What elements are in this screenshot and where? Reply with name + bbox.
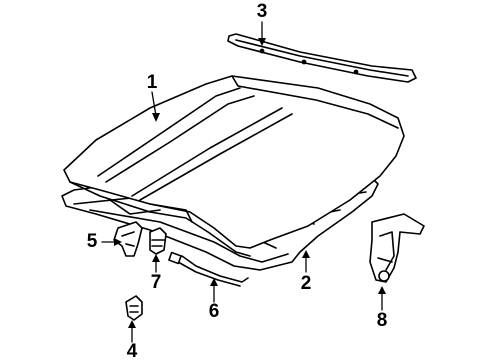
callout-7: 7 <box>150 272 162 293</box>
callout-1: 1 <box>146 72 158 93</box>
callout-4: 4 <box>126 341 138 362</box>
callout-2: 2 <box>300 273 312 294</box>
callout-8: 8 <box>376 310 388 331</box>
callout-5: 5 <box>86 231 98 252</box>
hood-bumper-part <box>149 227 167 255</box>
release-clip-part <box>125 295 143 321</box>
leader-lines <box>101 21 386 343</box>
hood-panel-part <box>63 75 405 257</box>
callout-6: 6 <box>208 301 220 322</box>
hood-seal-part <box>227 33 417 83</box>
hood-hinge-part <box>113 221 143 257</box>
callout-3: 3 <box>256 1 268 22</box>
hood-latch-part <box>369 213 425 283</box>
hood-prop-rod-part <box>168 251 249 287</box>
